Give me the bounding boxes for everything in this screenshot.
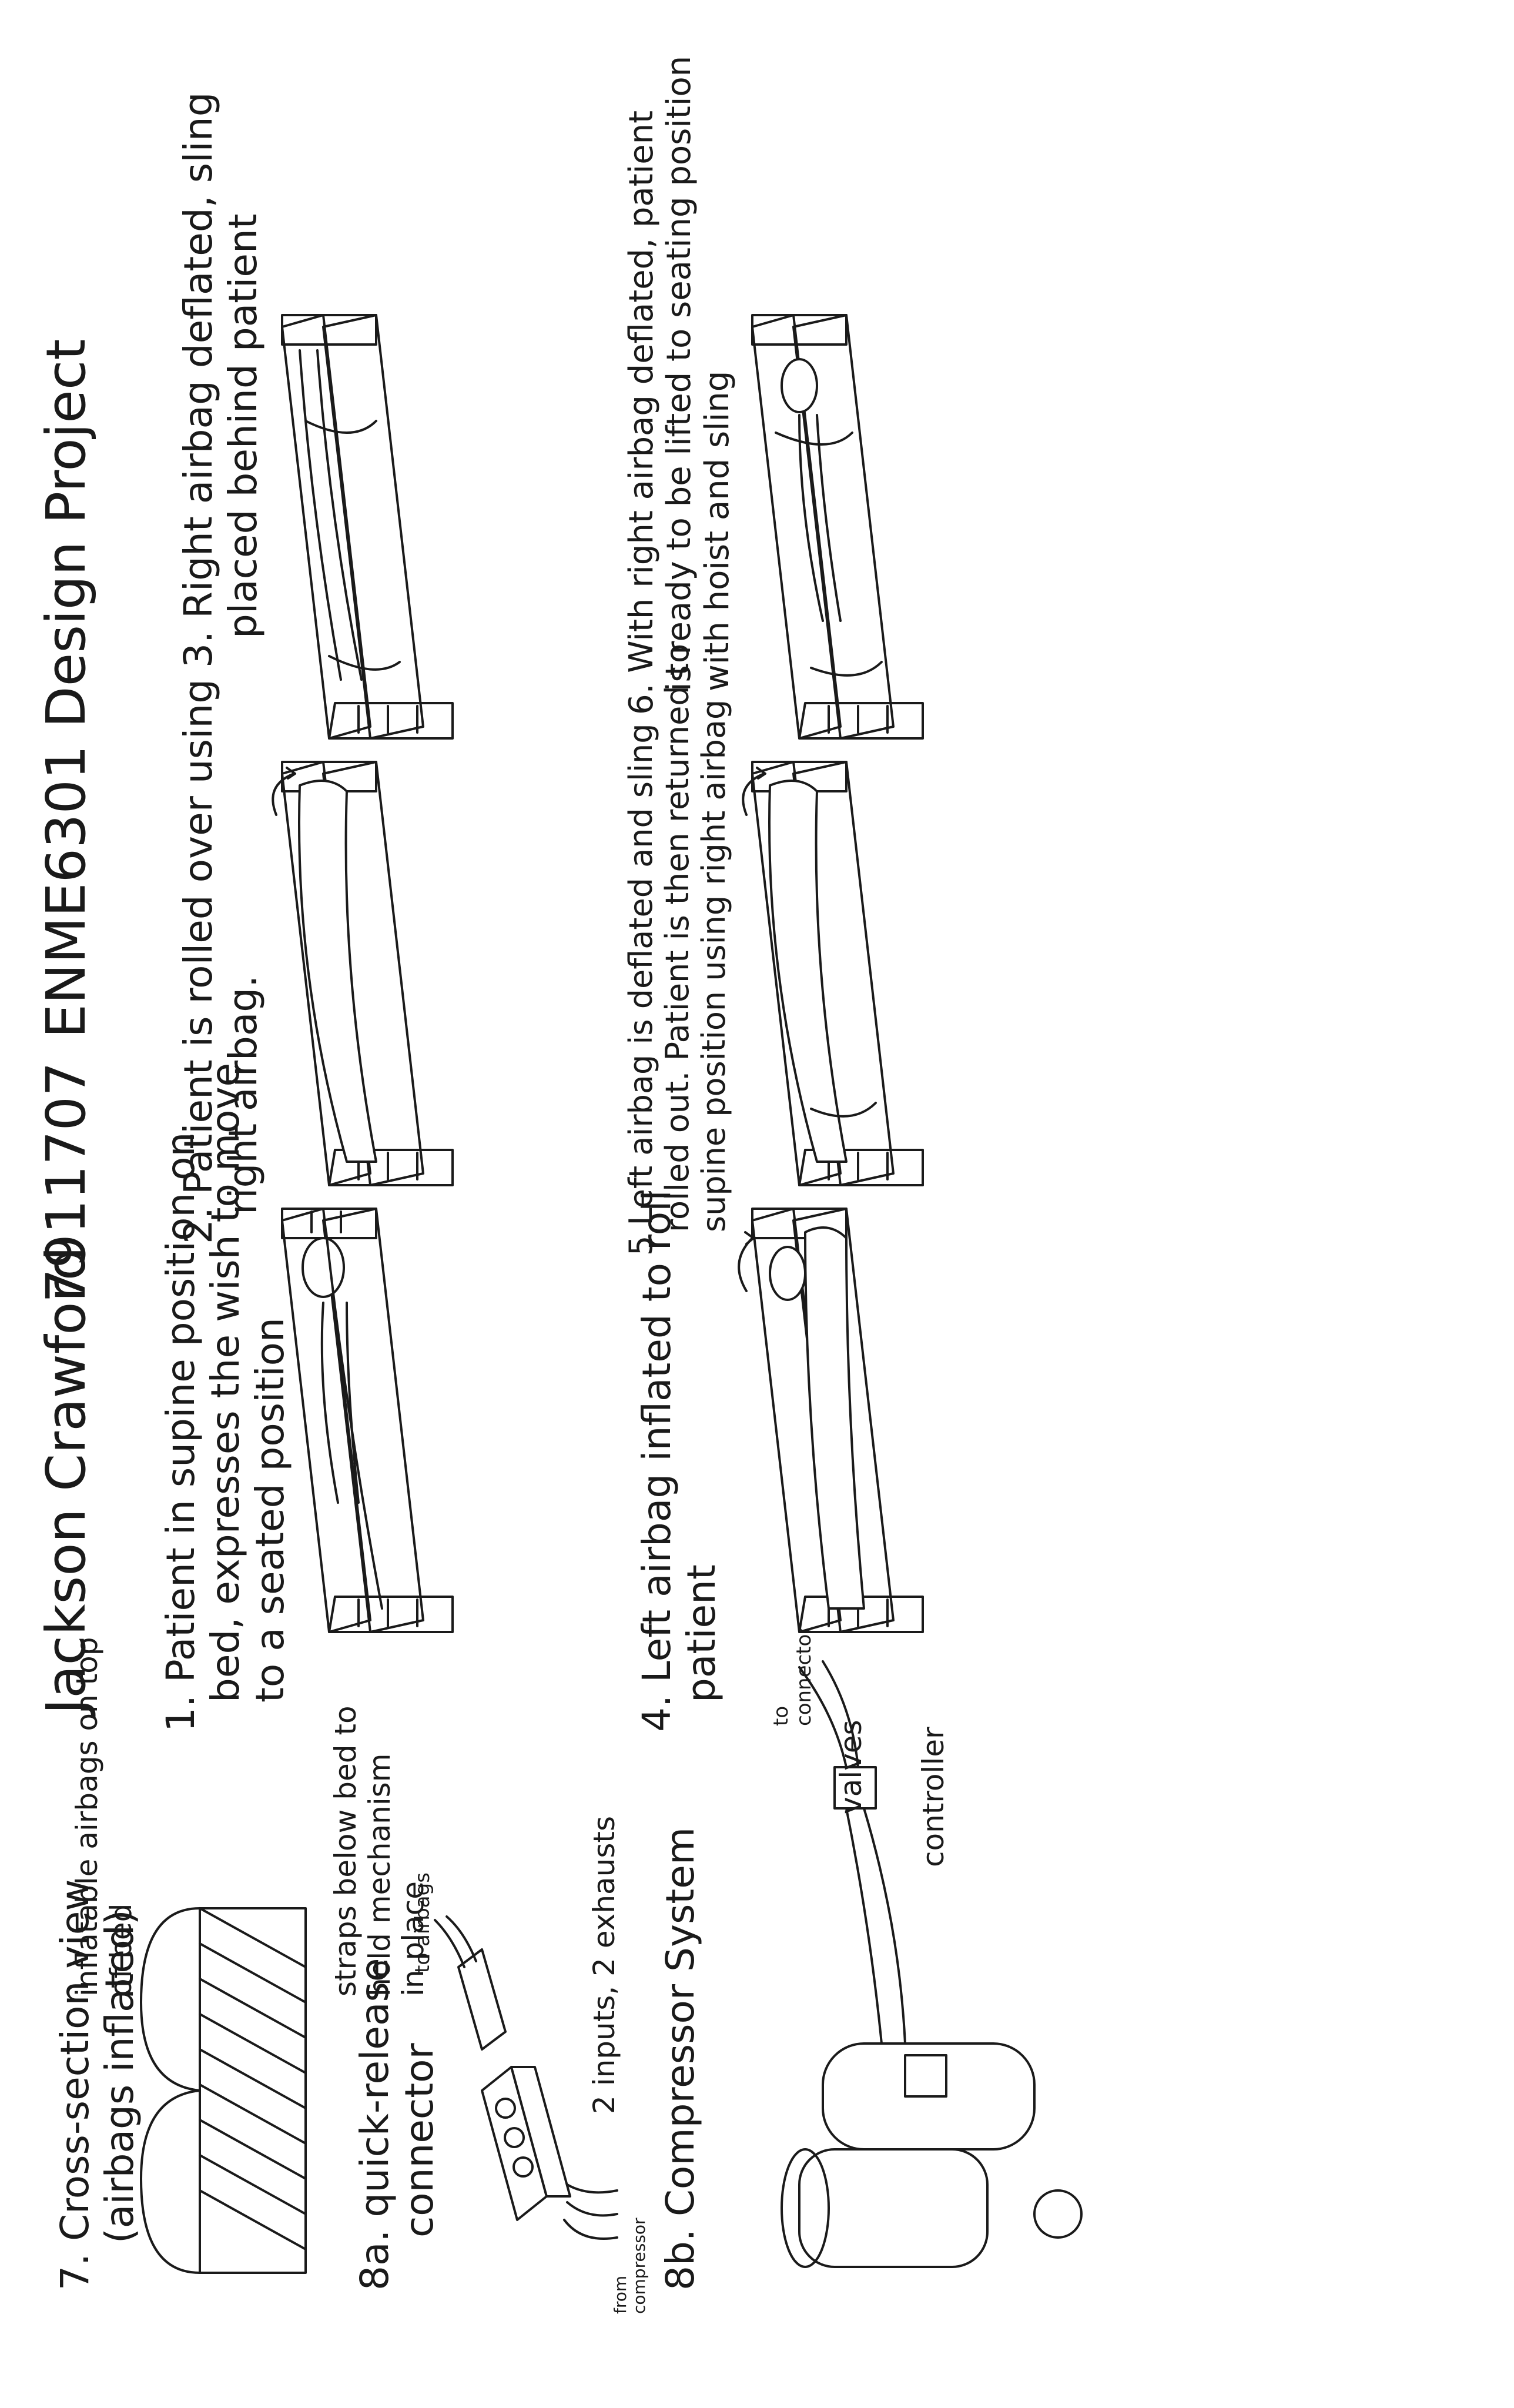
- bed-sketch-step-5: [729, 750, 940, 1197]
- step-caption-4: 4. Left airbag inflated to roll patient: [635, 1190, 724, 1732]
- student-id: 7911707: [35, 1062, 98, 1303]
- label-from-compressor: from compressor: [611, 2218, 649, 2314]
- step-caption-5: 5 Left airbag is deflated and sling roll…: [623, 644, 732, 1256]
- label-valves: valves: [835, 1720, 869, 1814]
- bed-sketch-step-3: [259, 303, 470, 750]
- step-caption-2: 2. Patient is rolled over using right ai…: [176, 679, 266, 1244]
- label-inflatable-airbags: inflatable airbags on top of bed: [71, 1637, 138, 1997]
- compressor-title: 8b. Compressor System: [658, 1827, 703, 2290]
- cross-section-drawing: [135, 1885, 311, 2296]
- course-title: ENME6301 Design Project: [35, 339, 98, 1039]
- bed-sketch-step-6: [729, 303, 940, 750]
- label-to-connector: to connector: [770, 1626, 816, 1726]
- step-caption-3: 3. Right airbag deflated, sling placed b…: [176, 92, 266, 668]
- bed-sketch-step-4: [729, 1197, 940, 1644]
- connector-title: 8a. quick-release connector: [353, 1958, 442, 2290]
- step-caption-6: 6. With right airbag deflated, patient i…: [623, 56, 736, 715]
- label-controller: controller: [917, 1727, 951, 1867]
- label-inputs-exhausts: 2 inputs, 2 exhausts: [588, 1816, 622, 2114]
- label-to-airbags: to airbags: [411, 1872, 434, 1973]
